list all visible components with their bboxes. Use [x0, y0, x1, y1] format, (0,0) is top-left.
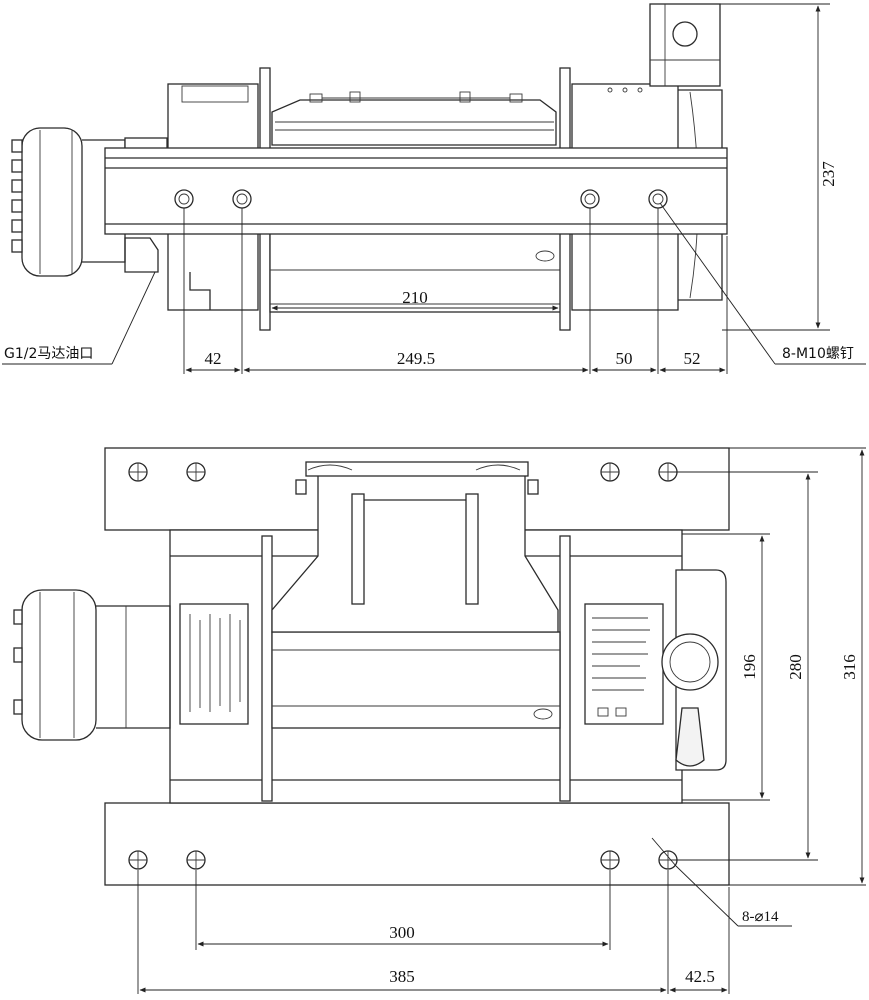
- dim-300: 300: [389, 923, 415, 942]
- dim-210: 210: [402, 288, 428, 307]
- nameplate-right: [584, 603, 664, 725]
- dim-385: 385: [389, 967, 415, 986]
- brake-valve-top: [661, 569, 727, 771]
- dim-52: 52: [684, 349, 701, 368]
- dim-280: 280: [786, 654, 805, 680]
- bottom-view: 196 280 316 300 385 42.5: [13, 447, 866, 994]
- oil-port-label: G1/2马达油口: [4, 346, 93, 362]
- brake-valve: [649, 3, 721, 87]
- dim-237: 237: [819, 161, 838, 187]
- drum: [269, 231, 563, 313]
- bottom-dimensions: 196 280 316 300 385 42.5: [137, 447, 866, 994]
- rope-guide: [271, 461, 559, 633]
- dim-42-5: 42.5: [685, 967, 715, 986]
- top-view: 237 210 42 249.5 50 52 G1/2马达油口: [2, 3, 866, 374]
- hydraulic-motor: [11, 127, 168, 277]
- dim-196: 196: [740, 654, 759, 680]
- hole-label: 8-⌀14: [742, 909, 779, 925]
- dim-316: 316: [840, 654, 859, 680]
- dim-50: 50: [616, 349, 633, 368]
- dim-249-5: 249.5: [397, 349, 435, 368]
- nameplate-left: [179, 603, 249, 725]
- dim-42: 42: [205, 349, 222, 368]
- hydraulic-motor-top: [13, 589, 171, 741]
- side-frame: [104, 147, 728, 235]
- drum-cover: [271, 91, 557, 146]
- bolt-label: 8-M10螺钉: [782, 346, 854, 362]
- top-dimensions: 237 210 42 249.5 50 52 G1/2马达油口: [2, 3, 866, 374]
- base-plate-bottom: [104, 802, 730, 886]
- drum-top-view: [271, 631, 561, 729]
